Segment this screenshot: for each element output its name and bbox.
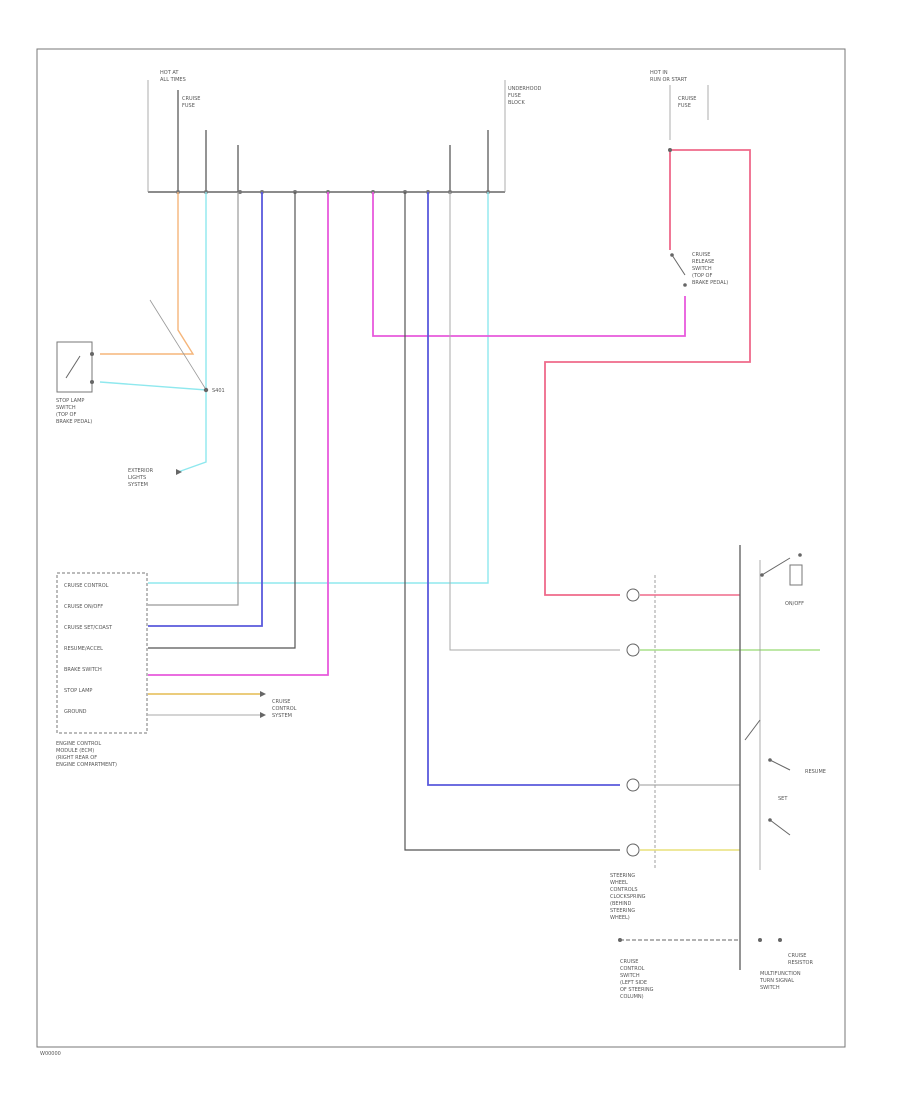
multifunction-switch: MULTIFUNCTION TURN SIGNAL SWITCH: [618, 938, 801, 991]
brake-system-label: CRUISE CONTROL SYSTEM: [272, 699, 297, 719]
svg-text:(RIGHT REAR OF: (RIGHT REAR OF: [56, 755, 97, 761]
svg-text:RESUME/ACCEL: RESUME/ACCEL: [64, 646, 103, 652]
svg-text:HOT IN: HOT IN: [650, 70, 668, 76]
svg-text:SWITCH: SWITCH: [760, 985, 780, 991]
cruise-on-off-switch: ON/OFF: [760, 553, 804, 607]
svg-text:BRAKE PEDAL): BRAKE PEDAL): [56, 419, 92, 425]
splice-label: S401: [212, 388, 225, 394]
svg-text:(TOP OF: (TOP OF: [692, 273, 712, 279]
wire-gray-right: [449, 192, 620, 651]
wire-orange: [100, 192, 195, 355]
svg-text:WHEEL): WHEEL): [610, 915, 630, 921]
svg-text:CRUISE: CRUISE: [788, 953, 806, 959]
wire-magenta-release: [372, 192, 686, 337]
svg-text:RUN OR START: RUN OR START: [650, 77, 688, 83]
footer-code: W00000: [40, 1051, 61, 1057]
svg-text:STOP LAMP: STOP LAMP: [64, 688, 92, 694]
svg-text:BLOCK: BLOCK: [508, 100, 525, 106]
svg-text:RESISTOR: RESISTOR: [788, 960, 813, 966]
svg-text:MULTIFUNCTION: MULTIFUNCTION: [760, 971, 801, 977]
svg-text:CRUISE: CRUISE: [182, 96, 200, 102]
svg-text:CRUISE: CRUISE: [678, 96, 696, 102]
stop-lamp-switch: STOP LAMP SWITCH (TOP OF BRAKE PEDAL): [56, 341, 94, 425]
junction-pins: [176, 190, 490, 194]
svg-text:ENGINE COMPARTMENT): ENGINE COMPARTMENT): [56, 762, 117, 768]
wire-red-top: [544, 149, 751, 596]
svg-text:(BEHIND: (BEHIND: [610, 901, 632, 907]
clockspring-connectors: [626, 588, 640, 857]
svg-text:UNDERHOOD: UNDERHOOD: [508, 86, 542, 92]
wire-blue-right: [427, 192, 620, 786]
splice-dot: [203, 387, 209, 393]
svg-text:OF STEERING: OF STEERING: [620, 987, 654, 993]
cruise-resistor-caption: CRUISE RESISTOR: [788, 953, 813, 966]
cruise-release-switch: CRUISE RELEASE SWITCH (TOP OF BRAKE PEDA…: [670, 252, 728, 287]
svg-text:WHEEL: WHEEL: [610, 880, 628, 886]
svg-text:CRUISE: CRUISE: [620, 959, 638, 965]
svg-text:ALL TIMES: ALL TIMES: [160, 77, 186, 83]
svg-text:STOP LAMP: STOP LAMP: [56, 398, 84, 404]
svg-text:(TOP OF: (TOP OF: [56, 412, 76, 418]
svg-text:BRAKE PEDAL): BRAKE PEDAL): [692, 280, 728, 286]
cruise-set-resume-switch: RESUME SET: [744, 719, 826, 836]
svg-text:SWITCH: SWITCH: [56, 405, 76, 411]
svg-text:ON/OFF: ON/OFF: [785, 601, 804, 607]
wire-cyan-b: [177, 390, 207, 473]
fuse-top-left-caption: HOT AT ALL TIMES CRUISE FUSE: [160, 70, 200, 109]
svg-text:BRAKE SWITCH: BRAKE SWITCH: [64, 667, 102, 673]
clockspring-caption: STEERING WHEEL CONTROLS CLOCKSPRING (BEH…: [610, 873, 646, 921]
svg-text:SET: SET: [778, 796, 788, 802]
svg-text:TURN SIGNAL: TURN SIGNAL: [759, 978, 794, 984]
svg-text:SWITCH: SWITCH: [692, 266, 712, 272]
svg-text:COLUMN): COLUMN): [620, 994, 644, 1000]
svg-text:STEERING: STEERING: [610, 873, 635, 879]
svg-text:GROUND: GROUND: [64, 709, 87, 715]
wire-black-right: [404, 192, 620, 851]
svg-text:CRUISE: CRUISE: [272, 699, 290, 705]
svg-text:FUSE: FUSE: [182, 103, 195, 109]
wire-black-resume: [148, 192, 296, 649]
exterior-lights-label: EXTERIOR LIGHTS SYSTEM: [128, 468, 154, 488]
cruise-control-switch-caption: CRUISE CONTROL SWITCH (LEFT SIDE OF STEE…: [620, 959, 654, 1000]
svg-text:FUSE: FUSE: [678, 103, 691, 109]
svg-text:MODULE (ECM): MODULE (ECM): [56, 748, 94, 754]
diagram-frame: [36, 48, 846, 1048]
svg-text:FUSE: FUSE: [508, 93, 521, 99]
svg-text:CRUISE SET/COAST: CRUISE SET/COAST: [64, 625, 113, 631]
svg-text:CONTROL: CONTROL: [620, 966, 645, 972]
svg-text:STEERING: STEERING: [610, 908, 635, 914]
wire-cyan-c: [148, 192, 489, 584]
svg-text:RELEASE: RELEASE: [692, 259, 714, 265]
wire-blue-set: [148, 192, 263, 627]
wire-magenta-brake: [148, 192, 329, 676]
svg-text:HOT AT: HOT AT: [160, 70, 179, 76]
svg-text:EXTERIOR: EXTERIOR: [128, 468, 154, 474]
svg-text:(LEFT SIDE: (LEFT SIDE: [620, 980, 647, 986]
ecm-module: CRUISE CONTROL CRUISE ON/OFF CRUISE SET/…: [56, 572, 148, 768]
junction-wires: [177, 90, 489, 192]
svg-text:CRUISE ON/OFF: CRUISE ON/OFF: [64, 604, 103, 610]
svg-text:SWITCH: SWITCH: [620, 973, 640, 979]
svg-text:CRUISE: CRUISE: [692, 252, 710, 258]
svg-text:SYSTEM: SYSTEM: [128, 482, 148, 488]
svg-text:RESUME: RESUME: [805, 769, 826, 775]
svg-text:CRUISE CONTROL: CRUISE CONTROL: [64, 583, 109, 589]
svg-text:CONTROLS: CONTROLS: [610, 887, 638, 893]
junction-caption: UNDERHOOD FUSE BLOCK: [508, 86, 542, 106]
fuse-top-right-caption: HOT IN RUN OR START CRUISE FUSE: [650, 70, 696, 109]
svg-text:SYSTEM: SYSTEM: [272, 713, 292, 719]
svg-text:CLOCKSPRING: CLOCKSPRING: [610, 894, 646, 900]
svg-text:LIGHTS: LIGHTS: [128, 475, 146, 481]
wire-cyan-a: [99, 192, 207, 391]
wire-gray-onoff: [148, 192, 239, 606]
svg-text:ENGINE CONTROL: ENGINE CONTROL: [56, 741, 101, 747]
svg-text:CONTROL: CONTROL: [272, 706, 297, 712]
